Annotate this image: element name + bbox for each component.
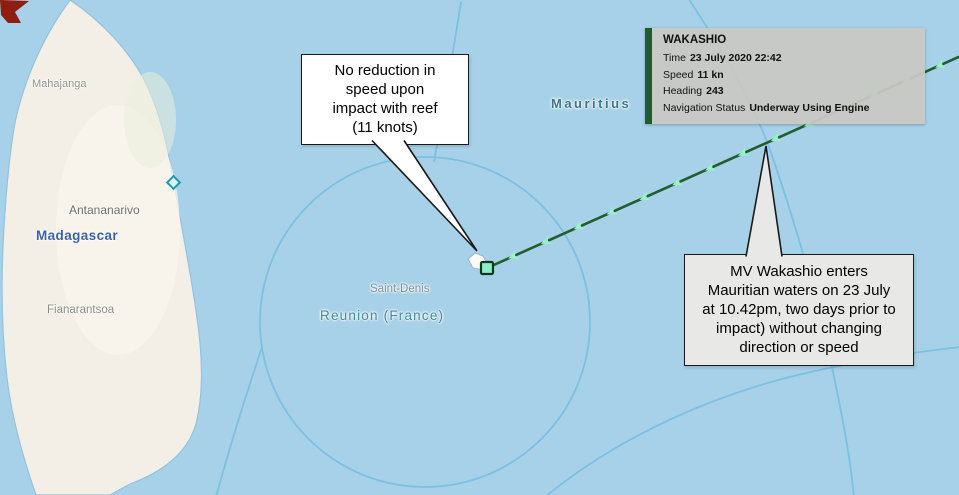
nav-status-label: Navigation Status [663,101,746,114]
speed-label: Speed [663,68,694,81]
vessel-name: WAKASHIO [663,34,727,46]
heading-value: 243 [706,85,724,97]
red-arrow-marker-icon [0,0,29,23]
boundary-madagascar-south [215,346,263,495]
label-mahajanga: Mahajanga [32,78,87,90]
time-value: 23 July 2020 22:42 [689,52,782,64]
port-marker[interactable] [165,174,182,191]
label-antananarivo: Antananarivo [69,203,140,217]
speed-value: 11 kn [697,68,724,81]
label-fianarantsoa: Fianarantsoa [47,304,115,316]
callout-impact-note: No reduction in speed upon impact with r… [301,54,469,145]
label-mauritius-eez: Mauritius [551,96,632,111]
terrain-vegetation [124,72,176,168]
wakashio-vessel-marker[interactable] [479,260,495,276]
nav-status-value: Underway Using Engine [749,101,870,114]
callout-entry-note: MV Wakashio enters Mauritian waters on 2… [684,254,914,366]
time-label: Time [663,52,686,64]
label-saint-denis: Saint-Denis [370,283,430,295]
heading-label: Heading [663,85,703,97]
label-madagascar: Madagascar [36,228,119,243]
label-reunion-eez: Reunion (France) [320,308,445,323]
